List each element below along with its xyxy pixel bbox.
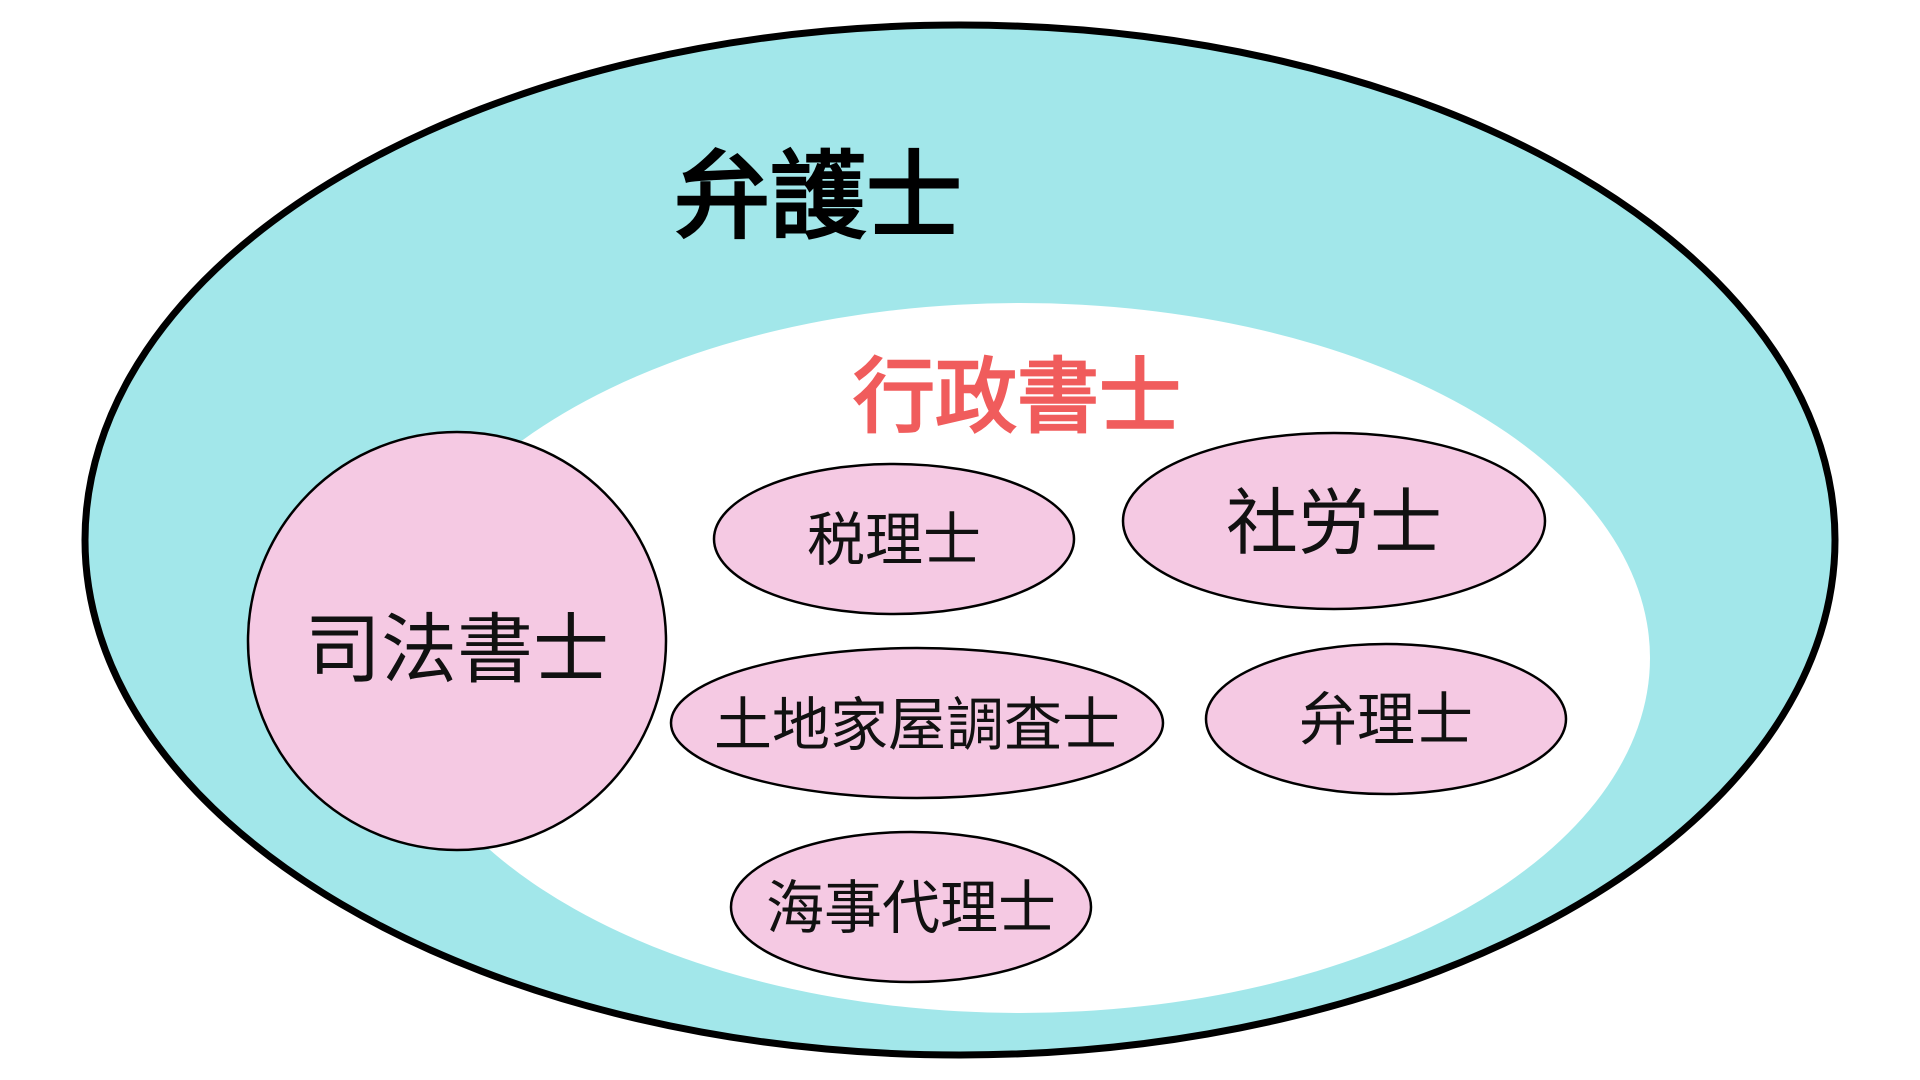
tochi-kaoku-chosashi-label: 土地家屋調査士	[714, 691, 1120, 759]
gyosei-shoshi-label: 行政書士	[853, 350, 1181, 445]
shiho-shoshi-circle	[246, 430, 668, 852]
kaiji-dairishi-ellipse	[729, 830, 1093, 984]
sharoushi-ellipse	[1121, 431, 1547, 611]
shiho-shoshi-label: 司法書士	[305, 605, 609, 694]
sharoushi-label: 社労士	[1226, 481, 1442, 565]
tochi-kaoku-chosashi-ellipse	[669, 646, 1165, 800]
kaiji-dairishi-label: 海事代理士	[766, 874, 1056, 942]
bengoshi-label: 弁護士	[674, 141, 962, 253]
zeirishi-ellipse	[712, 462, 1076, 616]
zeirishi-label: 税理士	[807, 506, 981, 574]
benrishi-ellipse	[1204, 642, 1568, 796]
benrishi-label: 弁理士	[1299, 686, 1473, 754]
